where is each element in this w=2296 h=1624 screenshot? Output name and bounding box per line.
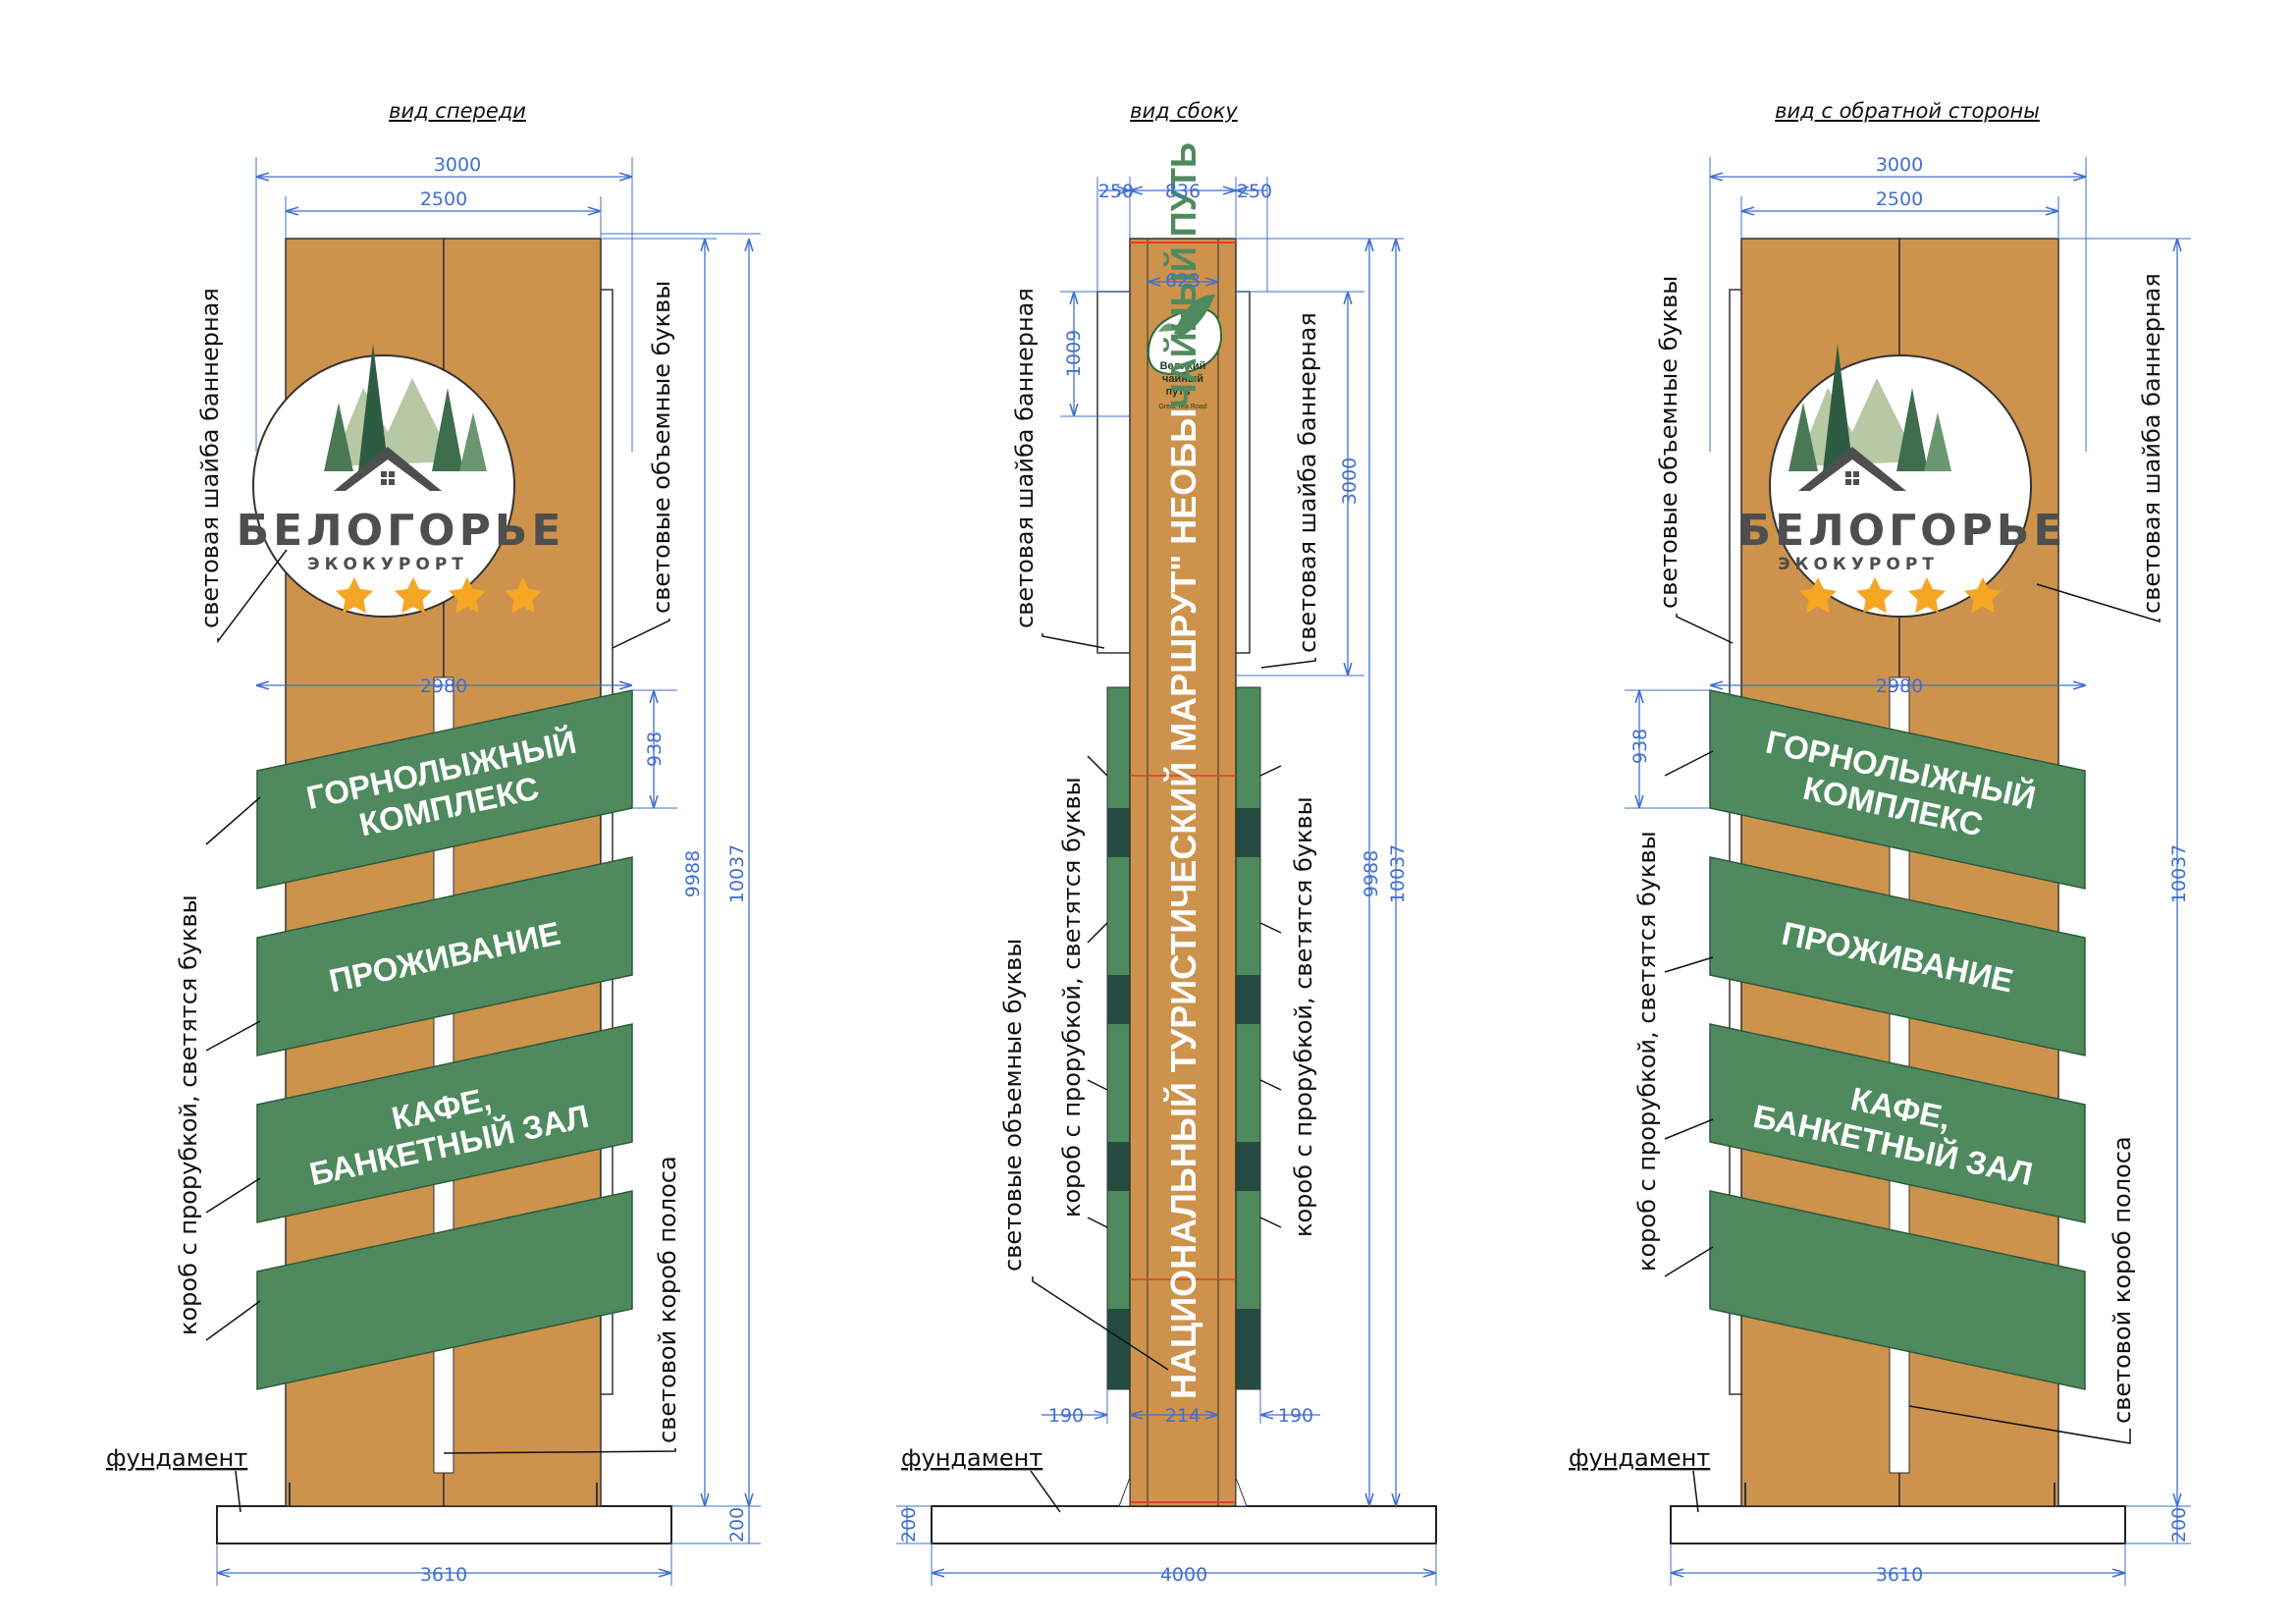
svg-text:836: 836	[1165, 181, 1201, 202]
side-note-banner-disc-left: световая шайба баннерная	[1011, 288, 1039, 628]
svg-text:Великий: Великий	[1160, 360, 1206, 372]
front-sign-stay: ПРОЖИВАНИЕ	[256, 856, 633, 1056]
front-note-foundation: фундамент	[106, 1444, 247, 1472]
svg-text:2500: 2500	[1876, 189, 1923, 210]
side-note-foundation: фундамент	[901, 1444, 1042, 1472]
back-brand-subtitle: ЭКОКУРОРТ	[1778, 555, 1939, 574]
back-logo: БЕЛОГОРЬЕ ЭКОКУРОРТ	[1738, 344, 2067, 614]
svg-text:9988: 9988	[1361, 850, 1382, 897]
svg-text:190: 190	[1278, 1405, 1313, 1427]
svg-text:250: 250	[1098, 181, 1134, 202]
svg-text:4000: 4000	[1160, 1564, 1207, 1586]
svg-text:214: 214	[1165, 1405, 1201, 1427]
side-route-text: НАЦИОНАЛЬНЫЙ ТУРИСТИЧЕСКИЙ МАРШРУТ" НЕОБ…	[1162, 142, 1203, 1399]
back-sign-blank	[1709, 1190, 2086, 1390]
front-foundation	[216, 1505, 672, 1544]
back-view: БЕЛОГОРЬЕ ЭКОКУРОРТ ГОРНОЛЫЖНЫЙ КОМПЛЕКС…	[1569, 154, 2191, 1586]
front-note-banner-disc: световая шайба баннерная	[196, 288, 224, 628]
front-brand-subtitle: ЭКОКУРОРТ	[307, 555, 468, 574]
back-brand-name: БЕЛОГОРЬЕ	[1738, 506, 2067, 556]
svg-text:2980: 2980	[420, 676, 467, 697]
svg-text:1009: 1009	[1063, 330, 1085, 377]
back-note-foundation: фундамент	[1569, 1444, 1710, 1472]
svg-text:200: 200	[726, 1507, 748, 1543]
side-view: Великий чайный путь Great Tea Road НАЦИО…	[896, 142, 1437, 1586]
side-tea-logo: Великий чайный путь Great Tea Road	[1147, 295, 1223, 410]
back-note-volume-letters: световые объемные буквы	[1655, 276, 1682, 609]
back-note-banner-disc: световая шайба баннерная	[2138, 273, 2165, 614]
back-note-cut-box: короб с прорубкой, светятся буквы	[1633, 831, 1661, 1272]
title-side-view: вид сбоку	[1130, 99, 1238, 123]
front-view: БЕЛОГОРЬЕ ЭКОКУРОРТ ГОРНОЛЫЖНЫЙ КОМПЛЕКС…	[106, 154, 761, 1586]
back-sign-ski: ГОРНОЛЫЖНЫЙ КОМПЛЕКС	[1709, 689, 2086, 890]
svg-text:200: 200	[2168, 1507, 2190, 1543]
svg-text:3610: 3610	[1876, 1564, 1923, 1586]
svg-text:623: 623	[1165, 270, 1201, 292]
side-note-volume-letters: световые объемные буквы	[999, 939, 1027, 1272]
svg-text:10037: 10037	[1387, 844, 1409, 903]
title-back-view: вид с обратной стороны	[1775, 99, 2040, 123]
side-note-cut-box-right: короб с прорубкой, светятся буквы	[1290, 796, 1317, 1237]
front-note-strip-box: световой короб полоса	[654, 1156, 681, 1443]
svg-text:чайный: чайный	[1162, 373, 1203, 385]
back-sign-stay: ПРОЖИВАНИЕ	[1709, 856, 2086, 1056]
svg-text:10037: 10037	[2168, 844, 2190, 903]
svg-text:3000: 3000	[434, 154, 481, 176]
front-brand-name: БЕЛОГОРЬЕ	[237, 506, 565, 556]
side-note-cut-box-left: короб с прорубкой, светятся буквы	[1058, 777, 1086, 1218]
svg-text:2980: 2980	[1876, 676, 1923, 697]
svg-text:3000: 3000	[1339, 458, 1361, 505]
front-note-volume-letters: световые объемные буквы	[648, 281, 675, 614]
svg-text:Great Tea Road: Great Tea Road	[1158, 404, 1206, 410]
svg-text:3000: 3000	[1876, 154, 1923, 176]
svg-text:10037: 10037	[726, 844, 748, 903]
svg-text:2500: 2500	[420, 189, 467, 210]
svg-text:3610: 3610	[420, 1564, 467, 1586]
front-note-cut-box: короб с прорубкой, светятся буквы	[175, 894, 202, 1335]
back-foundation	[1670, 1505, 2126, 1544]
svg-text:250: 250	[1237, 181, 1272, 202]
front-sign-blank	[256, 1190, 633, 1390]
title-front-view: вид спереди	[389, 99, 526, 123]
svg-text:9988: 9988	[682, 850, 704, 897]
svg-text:190: 190	[1048, 1405, 1084, 1427]
svg-text:путь: путь	[1165, 386, 1190, 398]
svg-text:200: 200	[898, 1507, 920, 1543]
svg-text:938: 938	[1629, 729, 1651, 764]
front-logo: БЕЛОГОРЬЕ ЭКОКУРОРТ	[237, 344, 565, 614]
back-note-strip-box: световой короб полоса	[2109, 1136, 2136, 1424]
svg-text:938: 938	[644, 731, 666, 767]
side-note-banner-disc-right: световая шайба баннерная	[1294, 312, 1321, 653]
side-foundation	[931, 1505, 1437, 1544]
